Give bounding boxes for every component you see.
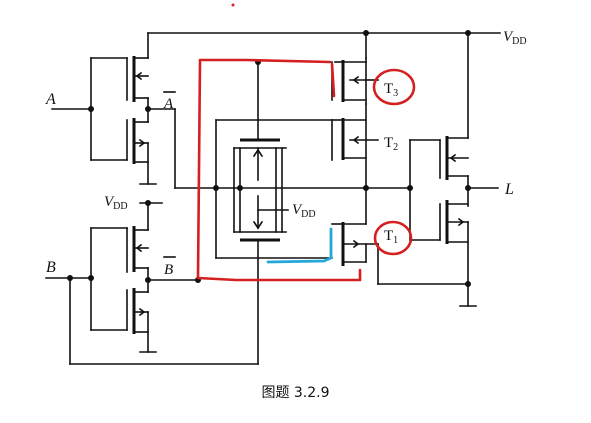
top-red-mark	[231, 3, 235, 7]
transmission-gate	[215, 59, 333, 259]
a-bar-wire	[174, 108, 413, 191]
t1-transistor	[331, 187, 469, 285]
vdd-mid-label: VDD	[292, 202, 316, 220]
output-inverter	[409, 136, 499, 307]
t2-label: T2	[384, 135, 398, 153]
t1-red-circle	[373, 220, 413, 256]
inverter-a	[51, 56, 176, 185]
red-annotation-path	[196, 58, 362, 282]
input-a-label: A	[45, 91, 56, 108]
b-bar-label: B	[164, 262, 173, 278]
vdd-rail	[147, 30, 501, 139]
blue-annotation-mark	[266, 227, 333, 264]
figure-caption: 图题 3.2.9	[261, 385, 330, 401]
output-l-label: L	[504, 181, 514, 198]
t3-label: T3	[384, 81, 398, 99]
t3-t2-stack	[331, 57, 379, 189]
vdd-left-label: VDD	[104, 194, 128, 212]
input-b-label: B	[46, 259, 56, 276]
vdd-top-label: VDD	[503, 29, 527, 47]
a-bar-label: A	[163, 96, 174, 112]
t3-red-circle	[372, 68, 416, 106]
t1-label: T1	[384, 228, 398, 246]
inverter-b	[45, 200, 259, 365]
